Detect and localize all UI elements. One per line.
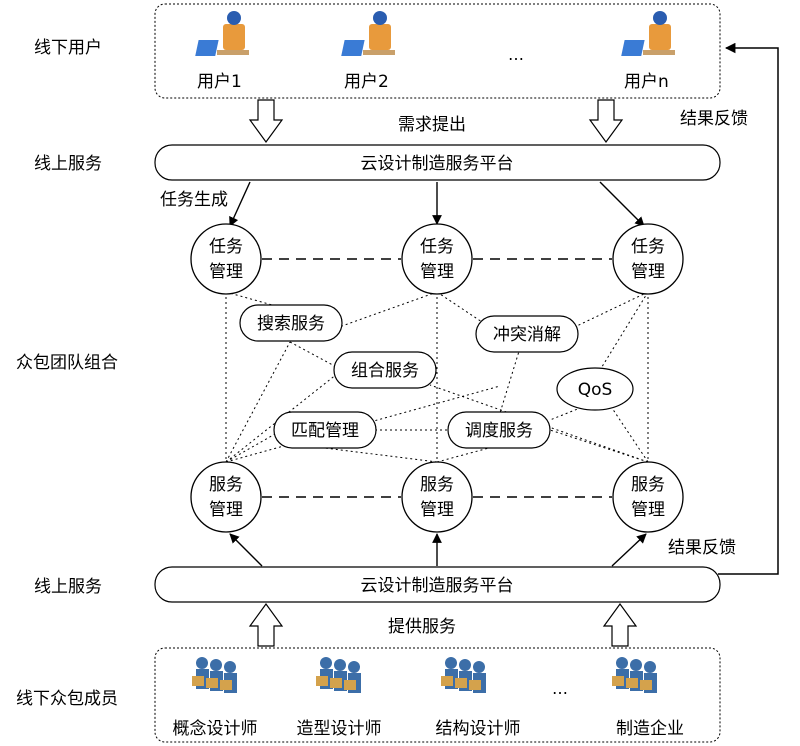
- service-node-1-line1: 服务: [209, 475, 243, 495]
- task-node-1-line2: 管理: [209, 262, 243, 282]
- task-node-3-line1: 任务: [631, 237, 665, 257]
- label-offline-users: 线下用户: [34, 38, 102, 58]
- schedule-service-label: 调度服务: [465, 421, 533, 441]
- match-management-label: 匹配管理: [291, 421, 359, 441]
- service-node-3-line1: 服务: [631, 475, 665, 495]
- user-n-label: 用户n: [624, 72, 669, 92]
- platform-top: [154, 144, 721, 181]
- search-service-label: 搜索服务: [257, 314, 325, 334]
- platform-bottom: [154, 566, 721, 603]
- qos-label: QoS: [578, 380, 613, 400]
- task-node-1-line1: 任务: [209, 237, 243, 257]
- user-2-icon: [341, 11, 395, 56]
- demand-arrow-left: [248, 99, 284, 144]
- demand-label: 需求提出: [398, 115, 466, 135]
- styling-designer-icon: [316, 657, 361, 693]
- arrow-to-task-3: [599, 181, 645, 227]
- compose-service-label: 组合服务: [351, 361, 419, 381]
- label-crowdsourcing-team: 众包团队组合: [16, 353, 118, 373]
- user-1-icon: [195, 11, 249, 56]
- members-box: [154, 647, 721, 743]
- label-online-service-bottom: 线上服务: [34, 577, 102, 597]
- provide-arrow-left: [248, 602, 284, 647]
- feedback-lower-label: 结果反馈: [668, 538, 736, 558]
- task-generation-label: 任务生成: [160, 190, 228, 210]
- service-node-3: 服务 管理: [612, 461, 684, 533]
- structure-designer-icon: [441, 657, 486, 693]
- user-2-label: 用户2: [344, 72, 389, 92]
- label-online-service-top: 线上服务: [34, 154, 102, 174]
- compose-service-node: 组合服务: [333, 351, 437, 389]
- task-node-3-line2: 管理: [631, 262, 665, 282]
- arrow-to-service-3: [611, 533, 647, 567]
- task-node-1: 任务 管理: [190, 223, 262, 295]
- label-offline-members: 线下众包成员: [16, 689, 118, 709]
- users-box: [154, 3, 721, 99]
- concept-designer-icon: [192, 657, 237, 693]
- member-manufacturer-label: 制造企业: [616, 719, 684, 739]
- conflict-resolution-node: 冲突消解: [475, 315, 579, 353]
- qos-node: QoS: [556, 367, 634, 411]
- service-node-1: 服务 管理: [190, 461, 262, 533]
- task-node-2: 任务 管理: [401, 223, 473, 295]
- match-management-node: 匹配管理: [273, 411, 377, 449]
- user-n-icon: [621, 11, 675, 56]
- platform-bottom-label: 云设计制造服务平台: [361, 576, 514, 596]
- service-node-3-line2: 管理: [631, 500, 665, 520]
- service-node-2-line1: 服务: [420, 475, 454, 495]
- task-node-2-line1: 任务: [420, 237, 454, 257]
- arrow-to-service-1: [229, 533, 263, 567]
- feedback-right-label: 结果反馈: [680, 109, 748, 129]
- provide-arrow-right: [602, 602, 638, 647]
- member-structure-designer-label: 结构设计师: [436, 719, 521, 739]
- users-ellipsis: …: [508, 45, 524, 64]
- platform-top-label: 云设计制造服务平台: [361, 154, 514, 174]
- member-concept-designer-label: 概念设计师: [173, 718, 258, 739]
- user-1-label: 用户1: [197, 72, 242, 92]
- arrow-to-task-1: [229, 181, 251, 227]
- member-styling-designer-label: 造型设计师: [297, 719, 382, 739]
- members-ellipsis: …: [552, 679, 568, 698]
- service-node-2: 服务 管理: [401, 461, 473, 533]
- task-node-3: 任务 管理: [612, 223, 684, 295]
- task-node-2-line2: 管理: [420, 262, 454, 282]
- service-node-1-line2: 管理: [209, 500, 243, 520]
- manufacturer-icon: [612, 657, 657, 693]
- search-service-node: 搜索服务: [239, 304, 343, 342]
- provide-label: 提供服务: [388, 617, 456, 637]
- conflict-resolution-label: 冲突消解: [493, 325, 561, 345]
- demand-arrow-right: [588, 99, 624, 144]
- service-node-2-line2: 管理: [420, 500, 454, 520]
- feedback-loop-arrow: [718, 42, 779, 575]
- schedule-service-node: 调度服务: [447, 411, 551, 449]
